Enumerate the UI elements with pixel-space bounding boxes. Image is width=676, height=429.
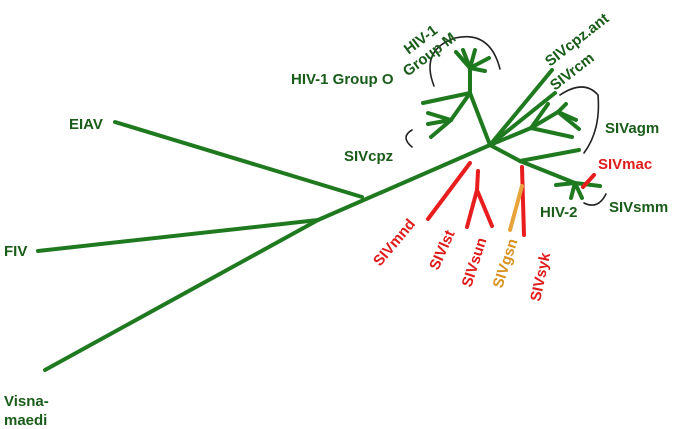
branch-cpz-ant <box>488 68 554 147</box>
branch-agm-stem <box>488 126 533 147</box>
branch-sivgsn <box>508 184 524 232</box>
branch-hiv1-m-t4 <box>468 56 491 70</box>
label-hiv1-group-m: HIV-1 Group M <box>400 22 459 80</box>
branch-smm-t2 <box>518 159 577 185</box>
red-branches <box>426 161 596 237</box>
branch-hiv1-o <box>421 91 472 105</box>
branch-sivlst <box>465 188 479 229</box>
label-sivsyk: SIVsyk <box>527 251 554 303</box>
branch-backbone <box>316 143 492 222</box>
branch-sivlst-stem <box>475 169 480 192</box>
branch-cpz-t3 <box>429 118 453 139</box>
branch-hiv1-stem <box>468 91 492 147</box>
branch-sivsyk <box>520 165 526 237</box>
bracket-sivsmm <box>583 193 607 206</box>
label-sivsmm: SIVsmm <box>609 199 668 216</box>
label-sivlst: SIVlst <box>426 228 458 273</box>
branch-sivmac <box>581 173 596 189</box>
label-fiv: FIV <box>4 243 27 260</box>
green-branches <box>36 48 602 372</box>
branch-hiv1-m-t5 <box>468 66 487 73</box>
label-visna-line2: maedi <box>4 412 47 429</box>
label-sivagm: SIVagm <box>605 120 659 137</box>
branch-agm-t2 <box>529 110 560 130</box>
branch-sivmnd <box>426 161 472 221</box>
label-hiv1-group-o: HIV-1 Group O <box>291 71 394 88</box>
branch-sivsun <box>475 188 494 228</box>
label-visna-line1: Visna- <box>4 393 49 410</box>
branch-hiv1-m-t3 <box>468 48 477 70</box>
label-sivmac: SIVmac <box>598 156 652 173</box>
branch-visna <box>43 218 320 372</box>
label-sivgsn: SIVgsn <box>490 237 522 291</box>
label-sivsun: SIVsun <box>459 236 491 290</box>
branch-agm-t5 <box>556 110 581 131</box>
bracket-hiv1-group-m <box>429 35 501 87</box>
branch-fiv <box>36 218 320 253</box>
bracket-sivcpz <box>405 129 413 148</box>
branch-hiv2 <box>569 181 577 200</box>
branch-smm-t1 <box>518 148 581 163</box>
branch-smm-stem <box>488 143 522 163</box>
branch-rcm <box>488 91 557 147</box>
label-sivcpz: SIVcpz <box>344 148 393 165</box>
label-hiv2: HIV-2 <box>540 204 578 221</box>
clade-brackets <box>405 35 607 206</box>
branch-agm-t6 <box>529 126 574 139</box>
label-eiav: EIAV <box>69 116 103 133</box>
branch-cpz-stem <box>449 91 472 122</box>
branch-eiav <box>113 120 364 199</box>
label-sivmnd: SIVmnd <box>370 216 419 270</box>
branch-smm-t3 <box>554 181 577 187</box>
bracket-sivagm <box>559 86 600 154</box>
